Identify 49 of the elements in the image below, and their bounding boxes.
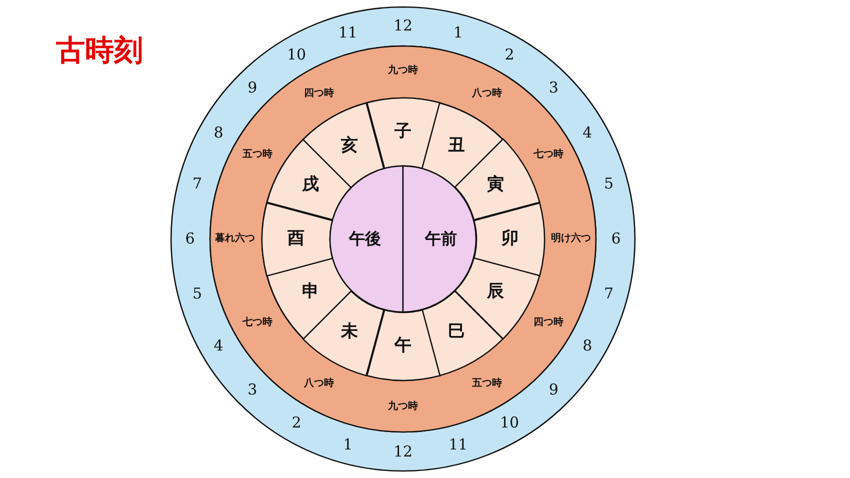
hour-number: 4: [214, 338, 224, 353]
sector-label: 寅: [487, 176, 504, 194]
hour-number: 11: [338, 26, 358, 41]
sector-label: 酉: [288, 230, 304, 248]
time-label: 五つ時: [242, 150, 272, 160]
time-label: 四つ時: [533, 318, 564, 328]
hour-number: 6: [611, 232, 621, 246]
hour-number: 3: [548, 80, 558, 96]
hour-number: 1: [453, 26, 463, 41]
sector-label: 卯: [501, 230, 518, 248]
hour-number: 6: [185, 232, 195, 246]
hour-number: 7: [604, 286, 614, 302]
title: 古時刻: [56, 36, 143, 65]
sector-label: 申: [302, 284, 319, 301]
half-label: 午前: [425, 231, 457, 247]
hour-number: 2: [504, 47, 514, 62]
half-label: 午後: [349, 231, 381, 247]
time-label: 八つ時: [304, 379, 334, 390]
hour-number: 3: [248, 382, 258, 398]
hour-number: 2: [292, 416, 302, 431]
sector-label: 辰: [487, 284, 504, 301]
hour-number: 12: [393, 444, 413, 460]
hour-number: 11: [448, 437, 468, 452]
hour-number: 9: [248, 80, 258, 96]
time-label: 九つ時: [388, 402, 418, 412]
hour-number: 7: [192, 176, 202, 192]
time-label: 七つ時: [533, 150, 564, 160]
sector-label: 亥: [340, 138, 358, 155]
hour-number: 5: [192, 286, 202, 302]
sector-label: 子: [394, 124, 412, 140]
sector-label: 丑: [448, 138, 465, 155]
hour-number: 10: [286, 47, 306, 62]
time-label: 五つ時: [472, 379, 502, 390]
sector-label: 戌: [302, 176, 319, 194]
hour-number: 9: [548, 382, 558, 398]
time-label: 七つ時: [242, 318, 272, 328]
hour-number: 8: [582, 338, 592, 353]
sector-label: 巳: [448, 323, 465, 340]
time-label: 明け六つ: [551, 234, 591, 244]
hour-number: 10: [500, 416, 520, 431]
time-label: 九つ時: [388, 66, 418, 76]
sector-label: 未: [340, 323, 358, 340]
hour-number: 4: [582, 125, 592, 140]
hour-number: 5: [604, 176, 614, 192]
sector-label: 午: [394, 337, 412, 354]
hour-number: 12: [393, 18, 413, 34]
hour-number: 8: [214, 125, 224, 140]
time-label: 暮れ六つ: [215, 234, 255, 244]
hour-number: 1: [343, 437, 353, 452]
